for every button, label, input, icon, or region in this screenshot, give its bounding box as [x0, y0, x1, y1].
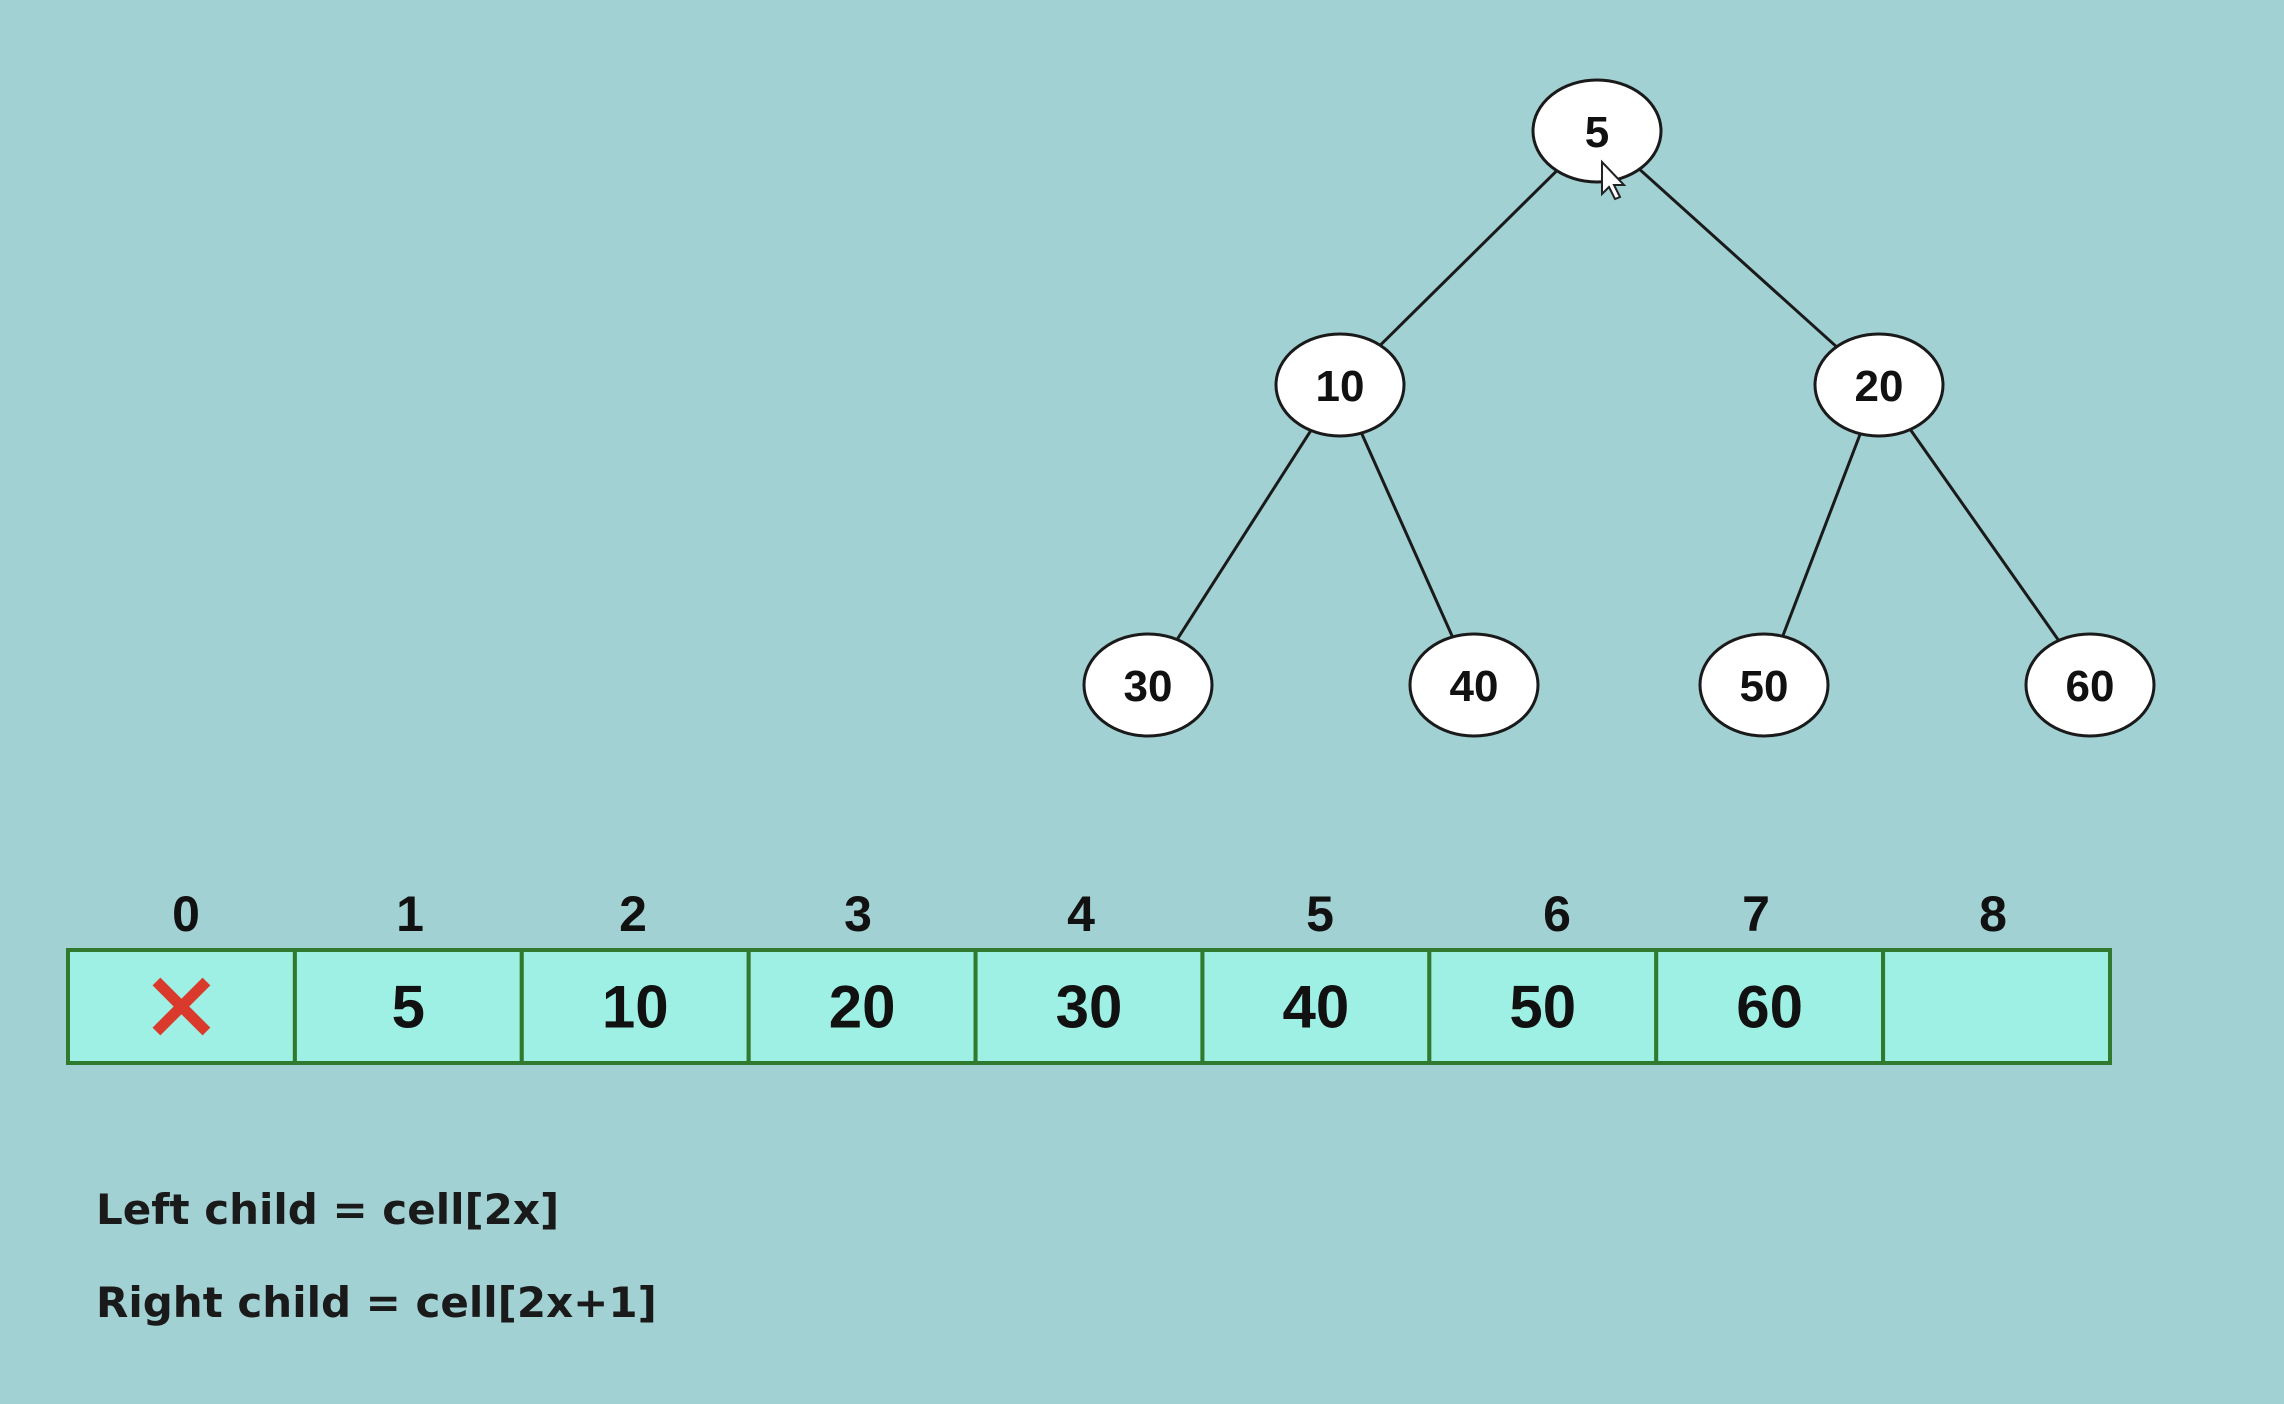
- tree-node-circle: [1813, 332, 1945, 438]
- array-index-label: 1: [396, 886, 424, 942]
- tree-edges: [1175, 168, 2060, 642]
- unused-cell-x-icon: [152, 977, 211, 1036]
- tree-node-circle: [1408, 632, 1540, 738]
- array-index-label: 8: [1979, 886, 2007, 942]
- tree-edge: [1175, 429, 1313, 641]
- array-cell: 10: [519, 948, 751, 1065]
- array-index-label: 7: [1742, 886, 1770, 942]
- tree-edge: [1360, 432, 1454, 638]
- tree-node: 20: [1813, 332, 1945, 438]
- array-index-label: 6: [1543, 886, 1571, 942]
- array-cell: 30: [973, 948, 1205, 1065]
- array-cell: 5: [292, 948, 524, 1065]
- tree-nodes: 5 10 20 30 40 50 60: [1082, 78, 2156, 738]
- array-index-label: 5: [1306, 886, 1334, 942]
- array-index-label: 3: [844, 886, 872, 942]
- tree-edge: [1781, 433, 1862, 637]
- tree-node: 50: [1698, 632, 1830, 738]
- array-index-label: 2: [619, 886, 647, 942]
- array-cell-value: 5: [392, 974, 425, 1041]
- right-child-formula: Right child = cell[2x+1]: [96, 1278, 657, 1327]
- tree-edge: [1638, 168, 1838, 348]
- array-cell: 60: [1654, 948, 1886, 1065]
- tree-node-value: 10: [1316, 362, 1365, 411]
- left-child-formula: Left child = cell[2x]: [96, 1185, 560, 1234]
- array-cell-box: [1427, 948, 1659, 1065]
- array-cell-value: 30: [1056, 974, 1123, 1041]
- array-cell-box: [292, 948, 524, 1065]
- tree-node: 30: [1082, 632, 1214, 738]
- tree-node-value: 40: [1450, 662, 1499, 711]
- array-cell-value: 20: [829, 974, 896, 1041]
- array-cell: 40: [1200, 948, 1432, 1065]
- array-cell-value: 40: [1283, 974, 1350, 1041]
- array-index-labels: 0 1 2 3 4 5 6 7 8: [172, 886, 2007, 942]
- tree-node-circle: [2024, 632, 2156, 738]
- array-cell-value: 10: [602, 974, 669, 1041]
- array-cell-box: [1200, 948, 1432, 1065]
- array-cell-value: 50: [1509, 974, 1576, 1041]
- array-cell-box: [519, 948, 751, 1065]
- array-cell-box: [1654, 948, 1886, 1065]
- tree-edge: [1379, 169, 1558, 347]
- tree-edge: [1909, 428, 2060, 642]
- tree-node: 40: [1408, 632, 1540, 738]
- array-cells: 5 10 20 30 40 50 60: [66, 948, 2112, 1065]
- tree-node-circle: [1531, 78, 1663, 184]
- array-cell-box: [1881, 948, 2112, 1065]
- tree-node-value: 20: [1855, 362, 1904, 411]
- array-cell: 50: [1427, 948, 1659, 1065]
- array-cell-box: [746, 948, 978, 1065]
- tree-node: 5: [1531, 78, 1663, 184]
- array-cell-box: [973, 948, 1205, 1065]
- tree-node-value: 30: [1124, 662, 1173, 711]
- tree-node-circle: [1082, 632, 1214, 738]
- tree-node-circle: [1698, 632, 1830, 738]
- mouse-cursor-icon: [1601, 159, 1627, 201]
- array-index-label: 4: [1067, 886, 1095, 942]
- array-cell: [1881, 948, 2112, 1065]
- tree-node-value: 60: [2066, 662, 2115, 711]
- tree-node-value: 5: [1585, 108, 1609, 157]
- tree-node: 10: [1274, 332, 1406, 438]
- array-cell: 20: [746, 948, 978, 1065]
- array-cell-value: 60: [1736, 974, 1803, 1041]
- tree-node-value: 50: [1740, 662, 1789, 711]
- tree-node: 60: [2024, 632, 2156, 738]
- tree-node-circle: [1274, 332, 1406, 438]
- array-cell: [66, 948, 297, 1065]
- array-index-label: 0: [172, 886, 200, 942]
